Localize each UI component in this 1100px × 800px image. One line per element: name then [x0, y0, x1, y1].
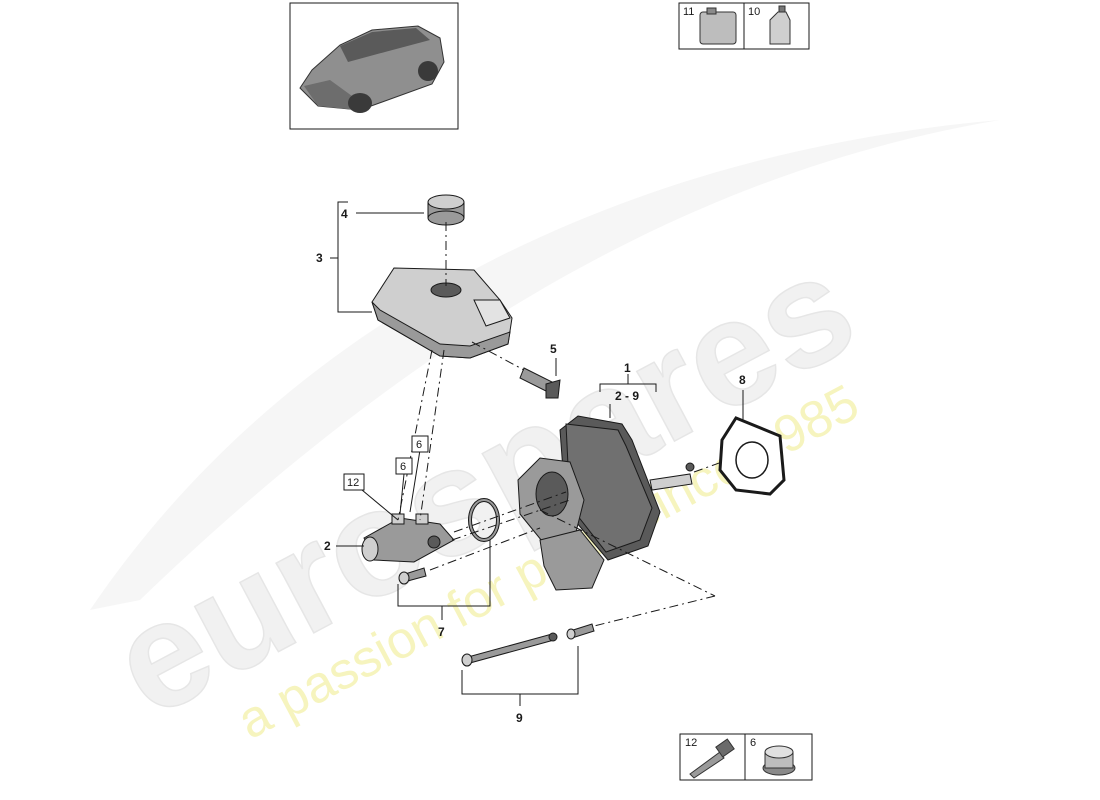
callout-7: 7	[438, 625, 445, 639]
brake-booster-icon	[517, 415, 695, 591]
connector-tube-icon	[689, 738, 735, 779]
callout-2: 2	[324, 539, 331, 553]
o-ring-icon	[468, 498, 500, 542]
callout-6-lower: 6	[400, 461, 406, 473]
callout-1-range: 2 - 9	[615, 389, 639, 403]
callout-1: 1	[624, 361, 631, 375]
vehicle-thumbnail	[289, 2, 459, 130]
callout-12: 12	[347, 477, 359, 489]
callout-9: 9	[516, 711, 523, 725]
reservoir-cap-icon	[427, 194, 465, 226]
watermark-swoosh	[90, 120, 1000, 610]
assembly-lines	[397, 222, 723, 627]
long-bolt-icon	[461, 632, 558, 667]
bottle-icon	[769, 5, 791, 45]
legend-bottom-6-label: 6	[750, 737, 756, 749]
callout-4: 4	[341, 207, 348, 221]
callout-leaders	[330, 201, 744, 706]
callout-8: 8	[739, 373, 746, 387]
callout-5: 5	[550, 342, 557, 356]
callout-3: 3	[316, 251, 323, 265]
legend-top-10-label: 10	[748, 6, 760, 18]
legend-bottom-12-label: 12	[685, 737, 697, 749]
legend-top: 11 10	[678, 2, 810, 50]
legend-bottom: 12 6	[679, 733, 813, 781]
booster-gasket-icon	[718, 416, 786, 496]
threaded-stud-icon	[566, 623, 595, 640]
callout-labels: 4 3 5 1 2 - 9 8 6 6 12 2 7 9	[316, 207, 746, 725]
car-icon	[299, 25, 445, 113]
boxed-callouts	[343, 435, 429, 491]
watermark: eurospares a passion for parts since 198…	[85, 120, 1000, 751]
canister-icon	[699, 7, 737, 45]
callout-6-upper: 6	[416, 439, 422, 451]
mounting-bolt-icon	[398, 567, 427, 585]
grommet-icon	[762, 745, 796, 776]
legend-top-11-label: 11	[683, 6, 694, 18]
reservoir-hose-icon	[519, 367, 561, 399]
